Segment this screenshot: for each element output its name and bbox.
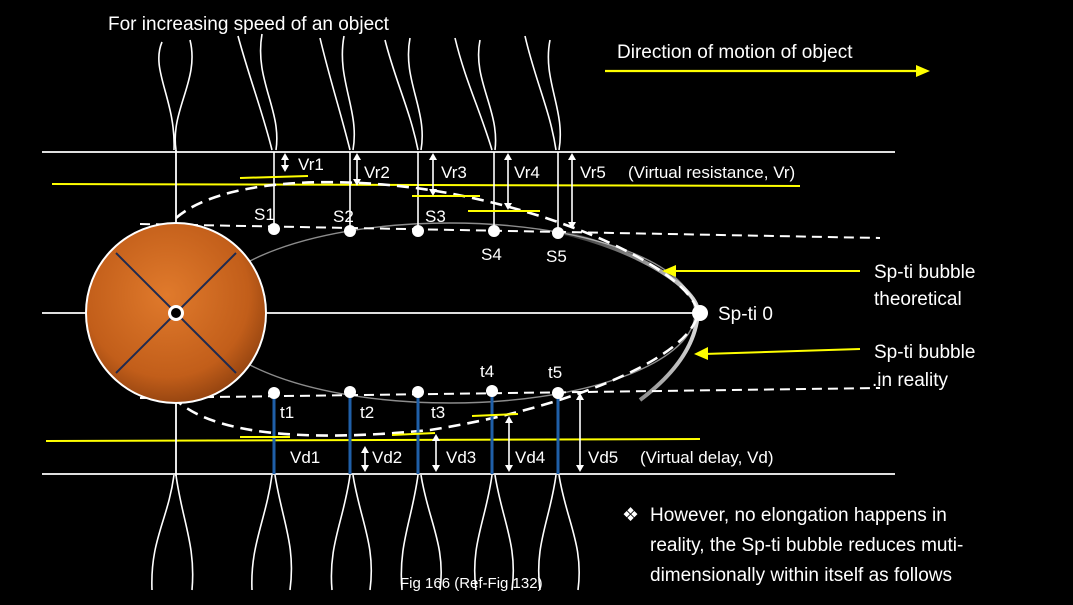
vd-arrow [361,446,369,472]
note-bullet: ❖ [622,505,639,526]
vr-label: Vr4 [514,163,540,182]
yellow-tick [239,175,309,179]
vd-arrow [576,393,584,472]
t-point [412,386,424,398]
virtual-delay-markers: Vd1 Vd2 Vd3 Vd4 Vd5 [290,393,618,472]
s-label: S5 [546,247,567,266]
vr-label: Vr3 [441,163,467,182]
lower-dashed-line [139,387,881,399]
s-point [268,223,280,235]
t-label: t3 [431,403,445,422]
diagram-title: For increasing speed of an object [108,14,390,35]
bottom-fibres [151,474,580,591]
object-sphere [85,222,267,404]
delay-suffix: (Virtual delay, Vd) [640,448,774,467]
vr-arrow [429,153,437,196]
vd-label: Vd5 [588,448,618,467]
yellow-tick [471,413,519,417]
note-line-2: reality, the Sp-ti bubble reduces muti- [650,535,963,556]
bubble-theoretical-label-line1: Sp-ti bubble [874,262,975,283]
virtual-resistance-markers: Vr1 Vr2 Vr3 Vr4 Vr5 [281,153,606,229]
origin-label: Sp-ti 0 [718,304,773,325]
vd-label: Vd4 [515,448,545,467]
note-line-1: However, no elongation happens in [650,505,947,526]
t-point [552,387,564,399]
s-label: S2 [333,207,354,226]
vr-label: Vr1 [298,155,324,174]
vr-label: Vr2 [364,163,390,182]
t-label: t2 [360,403,374,422]
vd-label: Vd2 [372,448,402,467]
vd-label: Vd1 [290,448,320,467]
t-label: t5 [548,363,562,382]
t-point [268,387,280,399]
bubble-reality-label-line1: Sp-ti bubble [874,342,975,363]
vr-arrow [568,153,576,229]
s-point [488,225,500,237]
vr-label: Vr5 [580,163,606,182]
s-point [552,227,564,239]
top-fibres [158,33,561,151]
bubble-elongated-dashed [175,180,700,437]
vr-arrow [353,153,361,186]
figure-caption: Fig 166 (Ref-Fig 132) [400,575,543,592]
yellow-tick [391,432,436,436]
vr-arrow [281,153,289,172]
s-point [344,225,356,237]
resistance-suffix: (Virtual resistance, Vr) [628,163,795,182]
s-label: S4 [481,245,502,264]
t-point [486,385,498,397]
direction-label: Direction of motion of object [617,42,853,63]
bubble-theoretical-label-line2: theoretical [874,289,962,310]
origin-point [692,305,708,321]
upper-dashed-line [139,223,881,239]
direction-arrow [605,65,930,77]
t-label: t1 [280,403,294,422]
t-points: t1 t2 t3 t4 t5 [240,362,564,474]
s-point [412,225,424,237]
vd-arrow [432,434,440,472]
s-label: S1 [254,205,275,224]
bubble-reality-label-line2: .in reality [872,370,949,391]
bubble-theoretical-pointer [662,265,860,277]
t-point [344,386,356,398]
vd-label: Vd3 [446,448,476,467]
note-line-3: dimensionally within itself as follows [650,565,952,586]
s-label: S3 [425,207,446,226]
vr-arrow [504,153,512,210]
bubble-reality-pointer [694,347,861,360]
vd-arrow [505,416,513,472]
t-label: t4 [480,362,494,381]
lower-yellow-line [45,438,701,442]
